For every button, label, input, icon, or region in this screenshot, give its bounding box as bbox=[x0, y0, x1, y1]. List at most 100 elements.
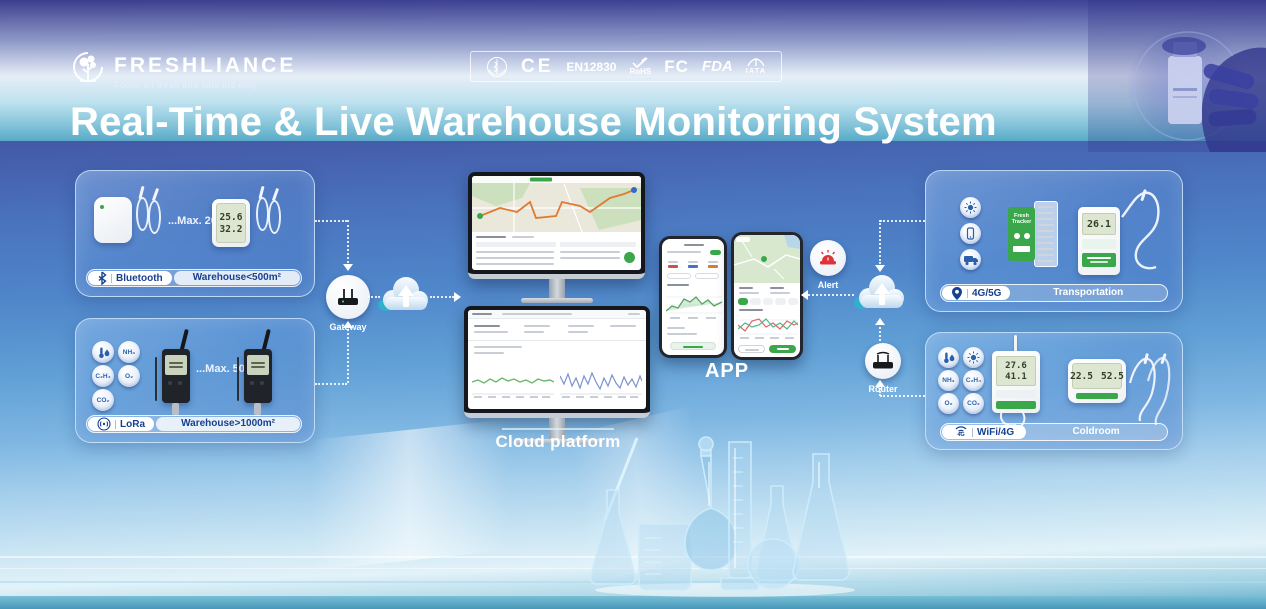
co2-badge: CO₂ bbox=[963, 393, 984, 414]
lab-glassware-art bbox=[589, 436, 855, 597]
connectivity-pill: Bluetooth bbox=[88, 271, 172, 285]
gateway-router-icon bbox=[338, 289, 358, 305]
cloud-platform-label: Cloud platform bbox=[495, 432, 621, 451]
blue-trend-chart bbox=[560, 371, 642, 398]
router-label: Router bbox=[868, 384, 898, 394]
brand-tagline: Focus on fresh and safe life only bbox=[114, 80, 257, 90]
bluetooth-card-bar: Bluetooth Warehouse<500m² bbox=[86, 269, 302, 287]
map-screen bbox=[472, 176, 641, 233]
arrowhead bbox=[343, 264, 353, 271]
connector-router-to-cloud bbox=[879, 327, 881, 341]
wifi-4g-subscript: 4G bbox=[957, 432, 965, 439]
segmented-control bbox=[738, 298, 799, 305]
alert-siren-icon bbox=[820, 250, 836, 265]
c2h4-badge: C₂H₄ bbox=[92, 365, 114, 387]
c2h4-badge: C₂H₄ bbox=[963, 370, 984, 391]
connector-transport-to-cloud bbox=[880, 220, 925, 222]
max-devices-label: ...Max. 20 bbox=[168, 215, 217, 227]
o2-badge: O₂ bbox=[938, 393, 959, 414]
alert-label: Alert bbox=[817, 280, 839, 290]
router-icon bbox=[873, 351, 893, 369]
connector-cloud-to-monitor bbox=[430, 296, 454, 298]
connector-coldroom-to-router bbox=[880, 395, 925, 397]
display-temp-reading: 22.5 bbox=[1070, 370, 1093, 382]
light-badge bbox=[963, 347, 984, 368]
coldroom-card-bar: 4G WiFi/4G Coldroom bbox=[940, 423, 1168, 441]
hand-vial-art bbox=[1088, 0, 1266, 152]
sun-icon bbox=[964, 201, 977, 214]
logger-temp-reading: 27.6 bbox=[1005, 360, 1027, 371]
phone-secondary-button bbox=[738, 345, 765, 353]
location-pin-icon bbox=[952, 287, 962, 300]
truck-badge bbox=[960, 249, 981, 270]
smartphone-icon bbox=[966, 227, 975, 240]
iata-mark: IATA bbox=[746, 58, 766, 75]
connector-lora-to-gateway bbox=[347, 329, 349, 383]
co2-badge: CO₂ bbox=[92, 389, 114, 411]
brand-name: FRESHLIANCE bbox=[114, 54, 297, 77]
temp-humidity-display-device: 22.5 52.5 bbox=[1068, 359, 1126, 403]
arrowhead bbox=[875, 380, 885, 387]
monitor-dashboard bbox=[464, 306, 650, 444]
phone-temp-chart bbox=[666, 296, 722, 319]
probe-cable-loop bbox=[1121, 189, 1160, 270]
phone-badge bbox=[960, 223, 981, 244]
cloud-upload-icon bbox=[378, 277, 428, 311]
router-node bbox=[865, 343, 901, 379]
logger-humidity-reading: 41.1 bbox=[1005, 371, 1027, 382]
nh3-badge: NH₃ bbox=[118, 341, 140, 363]
scenario-pill: Coldroom bbox=[1072, 426, 1120, 437]
temp-humidity-badge bbox=[938, 347, 959, 368]
certifications-bar: CE EN12830 RoHS FC FDA IATA bbox=[470, 51, 783, 82]
lora-card-bar: LoRa Warehouse>1000m² bbox=[86, 415, 302, 433]
connector-bt-to-gateway bbox=[347, 220, 349, 263]
lora-card: NH₃ C₂H₄ O₂ CO₂ ...Max. 50 LoRa bbox=[75, 318, 315, 443]
gateway-node bbox=[326, 275, 370, 319]
bluetooth-sensor-device bbox=[94, 197, 132, 243]
display-humidity-reading: 52.5 bbox=[1101, 370, 1124, 382]
thermometer-droplet-icon bbox=[98, 347, 109, 358]
bluetooth-card: ...Max. 20 25.6 32.2 Bluetooth Warehouse… bbox=[75, 170, 315, 297]
nh3-badge: NH₃ bbox=[938, 370, 959, 391]
phone-primary-button bbox=[769, 345, 796, 353]
page-title: Real-Time & Live Warehouse Monitoring Sy… bbox=[70, 100, 997, 144]
arrowhead bbox=[454, 292, 461, 302]
coldroom-card: NH₃ C₂H₄ O₂ CO₂ 27.6 41.1 22.5 52.5 bbox=[925, 332, 1183, 450]
connector-gateway-to-cloud bbox=[368, 296, 380, 298]
connector-lora-to-gateway bbox=[315, 383, 347, 385]
thermometer-droplet-icon bbox=[944, 352, 955, 364]
phone-button bbox=[670, 342, 716, 350]
lcd-display-device: 25.6 32.2 bbox=[212, 199, 250, 247]
toggle-pill bbox=[710, 250, 721, 255]
connector-bt-to-gateway bbox=[315, 220, 347, 222]
fcc-mark: FC bbox=[664, 56, 689, 76]
phone-map bbox=[734, 235, 800, 283]
lcd-temp-reading: 25.6 bbox=[219, 211, 243, 223]
lora-icon bbox=[97, 417, 111, 431]
who-emblem-icon bbox=[487, 56, 507, 77]
arrowhead bbox=[343, 321, 353, 328]
coverage-pill: Warehouse<500m² bbox=[173, 271, 300, 285]
light-badge bbox=[960, 197, 981, 218]
transportation-card: Fresh Tracker 26.1 bbox=[925, 170, 1183, 312]
cloud-upload-icon bbox=[854, 275, 904, 309]
alert-node bbox=[810, 240, 846, 276]
rohs-mark: RoHS bbox=[629, 57, 651, 76]
temp-logger-device: 26.1 bbox=[1078, 207, 1120, 275]
connector-transport-to-cloud bbox=[879, 220, 881, 264]
ce-mark: CE bbox=[521, 55, 554, 77]
truck-icon bbox=[963, 255, 978, 265]
wifi-icon bbox=[955, 426, 967, 434]
connectivity-pill: 4G/5G bbox=[942, 286, 1011, 300]
en12830-mark: EN12830 bbox=[566, 59, 617, 74]
scenario-pill: Transportation bbox=[1053, 287, 1124, 298]
temp-humidity-badge bbox=[92, 341, 114, 363]
bottom-light-band bbox=[0, 0, 1266, 141]
arrowhead bbox=[875, 318, 885, 325]
bottom-strip bbox=[0, 596, 1266, 609]
phone-chart-screen bbox=[659, 236, 727, 358]
monitor-underline bbox=[502, 428, 614, 430]
transportation-card-bar: 4G/5G Transportation bbox=[940, 284, 1168, 302]
coverage-pill: Warehouse>1000m² bbox=[156, 417, 300, 431]
